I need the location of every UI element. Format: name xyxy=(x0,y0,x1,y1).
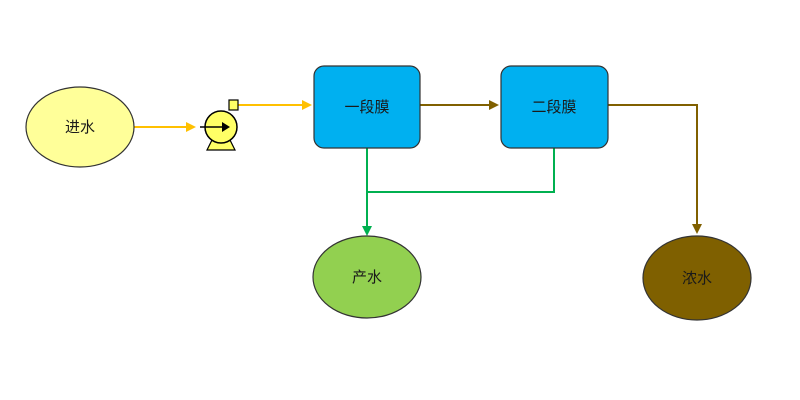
concentrate-shape xyxy=(642,235,752,321)
concentrate-label: 浓水 xyxy=(682,269,712,287)
concentrate-node[interactable]: 浓水 xyxy=(642,235,752,321)
stage2-membrane-label: 二段膜 xyxy=(531,98,576,116)
pump-outlet xyxy=(228,99,239,111)
stage1-membrane-label: 一段膜 xyxy=(344,98,389,116)
stage2-membrane-shape xyxy=(500,65,609,149)
pump-icon[interactable] xyxy=(200,99,239,151)
permeate-line-stage2 xyxy=(367,148,555,193)
concentrate-line-stage2-to-outlet xyxy=(608,104,702,234)
stage1-membrane-shape xyxy=(313,65,421,149)
inlet-node[interactable]: 进水 xyxy=(25,86,135,168)
permeate-node[interactable]: 产水 xyxy=(312,235,422,319)
stage2-membrane-node[interactable]: 二段膜 xyxy=(500,65,609,149)
inlet-shape xyxy=(25,86,135,168)
permeate-shape xyxy=(312,235,422,319)
pump-arrow-head xyxy=(222,122,230,132)
stage1-membrane-node[interactable]: 一段膜 xyxy=(313,65,421,149)
inlet-label: 进水 xyxy=(65,118,95,136)
permeate-label: 产水 xyxy=(352,268,382,286)
